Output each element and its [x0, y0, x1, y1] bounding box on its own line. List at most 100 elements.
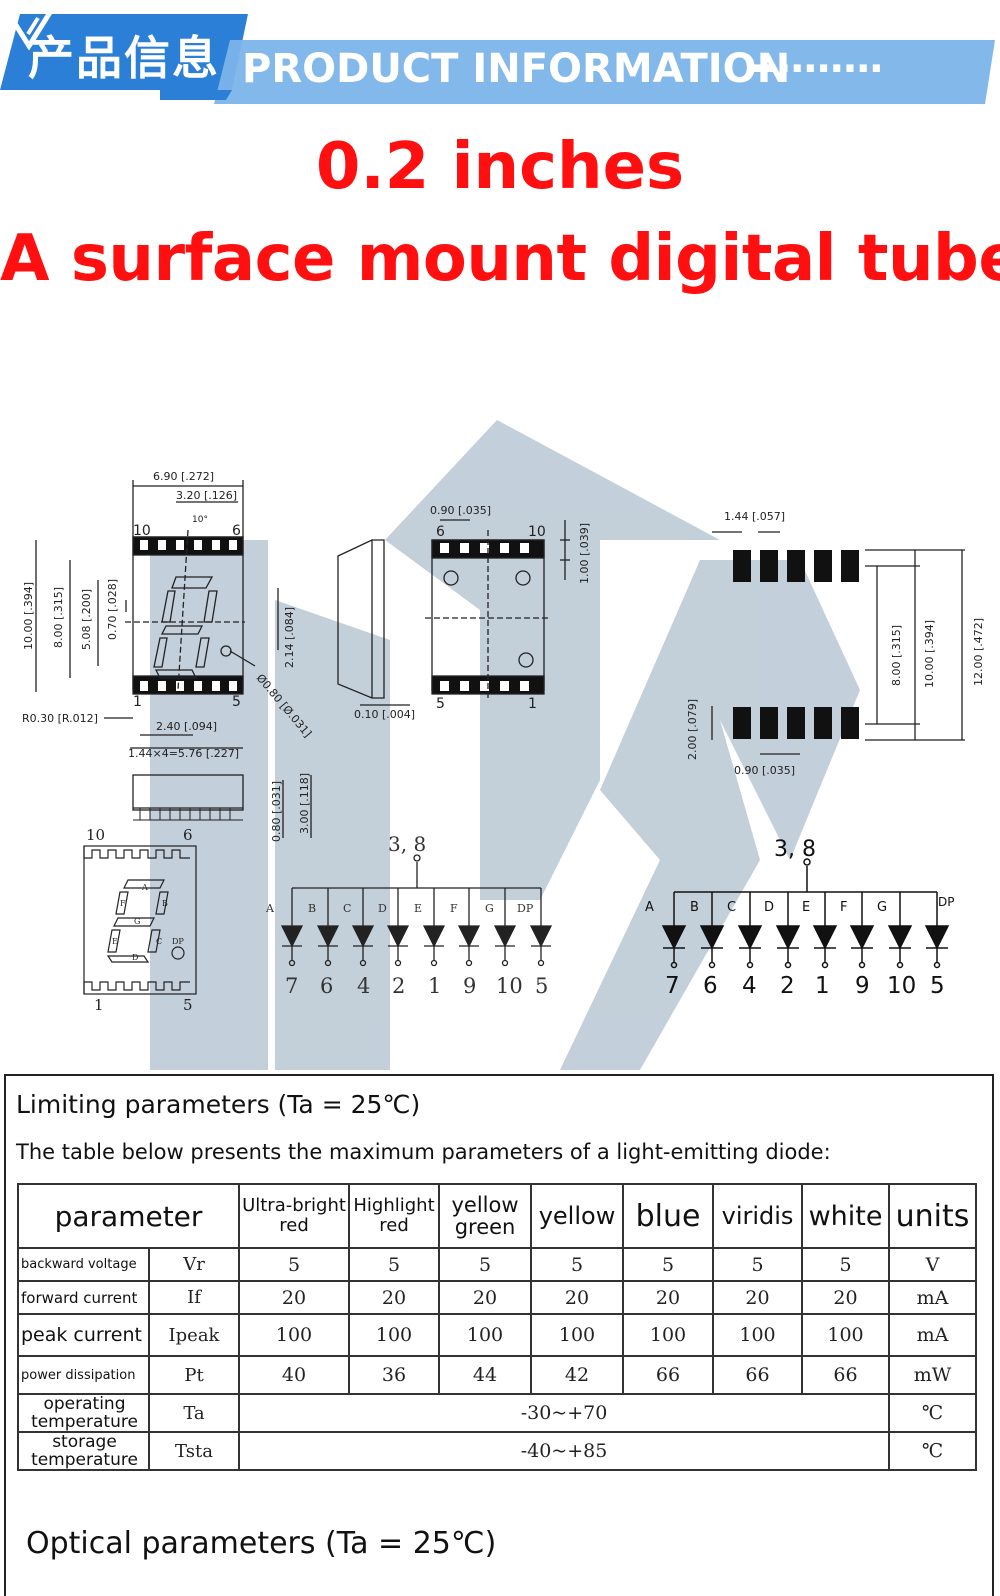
cell-value: 100: [801, 1313, 891, 1357]
cell-value: 20: [622, 1280, 715, 1315]
row-symbol: Vr: [147, 1247, 241, 1282]
triangle-down-icon: [0, 3, 58, 50]
dim-pad-h: 1.00 [.039]: [578, 523, 591, 584]
limits-title: Limiting parameters (Ta = 25℃): [16, 1090, 421, 1119]
face-seg-a: A: [141, 883, 148, 892]
cell-unit: mA: [888, 1313, 978, 1357]
back-pin-5: 5: [436, 696, 445, 712]
cell-value: 40: [238, 1355, 351, 1395]
dim-corner: R0.30 [R.012]: [22, 712, 98, 725]
table-header-row: parameter Ultra-bright red Highlight red…: [16, 1183, 978, 1249]
cell-value: 44: [438, 1355, 533, 1395]
row-label: storage temperature: [17, 1431, 150, 1471]
header-blue: blue: [622, 1183, 715, 1249]
cell-value: 20: [801, 1280, 891, 1315]
cell-unit: mW: [888, 1355, 978, 1395]
table-row: operating temperature Ta -30~+70 ℃: [17, 1393, 978, 1433]
row-label: peak current: [17, 1313, 150, 1357]
right-common-pins: 3, 8: [774, 837, 816, 862]
fp-pad-w: 0.90 [.035]: [734, 764, 795, 777]
dim-seg-w: 0.70 [.028]: [106, 579, 119, 640]
right-pin-5: 5: [930, 973, 945, 999]
watermark-logo: [150, 420, 860, 1070]
cell-value: 20: [238, 1280, 351, 1315]
cell-value: 5: [530, 1247, 625, 1282]
header-parameter: parameter: [16, 1183, 241, 1249]
small-digit-face: [83, 845, 197, 995]
cell-span-value: -40~+85: [238, 1431, 891, 1471]
dim-side-h2: 3.00 [.118]: [298, 773, 311, 834]
row-symbol: Ipeak: [147, 1313, 241, 1357]
header-white: white: [801, 1183, 891, 1249]
pin-6-label: 6: [232, 523, 241, 539]
right-pin-9: 9: [855, 973, 870, 999]
face-seg-e: E: [112, 937, 118, 946]
right-pin-6: 6: [703, 973, 718, 999]
row-label: backward voltage: [17, 1247, 150, 1282]
row-label: power dissipation: [17, 1355, 150, 1395]
fp-pitch: 1.44 [.057]: [724, 510, 785, 523]
dim-angle: 10°: [192, 515, 208, 525]
left-lbl-c: C: [343, 902, 351, 915]
cell-value: 5: [438, 1247, 533, 1282]
dim-digit-h: 8.00 [.315]: [52, 587, 65, 648]
cell-span-value: -30~+70: [238, 1393, 891, 1433]
right-lbl-a: A: [645, 900, 654, 915]
dim-pitch-total: 1.44×4=5.76 [.227]: [128, 747, 239, 760]
row-symbol: Ta: [147, 1393, 241, 1433]
cell-value: 36: [348, 1355, 441, 1395]
circuit-left: [280, 854, 553, 967]
limits-description: The table below presents the maximum par…: [16, 1140, 831, 1164]
cell-value: 100: [238, 1313, 351, 1357]
cell-value: 100: [348, 1313, 441, 1357]
cell-value: 100: [712, 1313, 804, 1357]
left-lbl-f: F: [450, 902, 458, 915]
cell-value: 5: [238, 1247, 351, 1282]
right-pin-4: 4: [742, 973, 757, 999]
header-ultra-bright-red: Ultra-bright red: [238, 1183, 351, 1249]
table-row: power dissipation Pt 40 36 44 42 66 66 6…: [17, 1355, 978, 1395]
cell-value: 5: [348, 1247, 441, 1282]
pin-10-label: 10: [133, 523, 151, 539]
table-row: storage temperature Tsta -40~+85 ℃: [17, 1431, 978, 1471]
cell-unit: mA: [888, 1280, 978, 1315]
dim-height: 10.00 [.394]: [22, 582, 35, 650]
dim-width: 6.90 [.272]: [153, 470, 214, 483]
header-units: units: [888, 1183, 978, 1249]
right-pin-1: 1: [815, 973, 830, 999]
header-viridis: viridis: [712, 1183, 804, 1249]
banner-en-title: PRODUCT INFORMATION: [242, 46, 791, 92]
face-seg-b: B: [162, 899, 168, 908]
header-highlight-red: Highlight red: [348, 1183, 441, 1249]
dim-spacing: 3.20 [.126]: [176, 489, 237, 502]
face-pin-6: 6: [183, 826, 193, 844]
cell-value: 20: [712, 1280, 804, 1315]
left-pin-7: 7: [285, 974, 298, 998]
dim-pitch: 2.40 [.094]: [156, 720, 217, 733]
right-lbl-c: C: [727, 900, 736, 915]
dim-side-h1: 0.80 [.031]: [270, 781, 283, 842]
footprint: [711, 531, 965, 755]
parameters-panel: [4, 1074, 994, 1596]
table-row: backward voltage Vr 5 5 5 5 5 5 5 V: [17, 1247, 978, 1282]
row-symbol: Tsta: [147, 1431, 241, 1471]
page-title-product: A surface mount digital tube: [0, 222, 1000, 296]
right-pin-7: 7: [665, 973, 680, 999]
left-pin-9: 9: [463, 974, 476, 998]
dim-pad-w: 0.90 [.035]: [430, 504, 491, 517]
face-seg-g: G: [134, 917, 140, 926]
right-lbl-b: B: [690, 900, 699, 915]
left-pin-4: 4: [357, 974, 370, 998]
face-pin-1: 1: [94, 996, 104, 1014]
left-pin-6: 6: [320, 974, 333, 998]
cell-value: 5: [622, 1247, 715, 1282]
cell-value: 20: [348, 1280, 441, 1315]
cell-value: 100: [438, 1313, 533, 1357]
row-symbol: Pt: [147, 1355, 241, 1395]
right-lbl-d: D: [764, 900, 774, 915]
back-view: [337, 519, 570, 706]
cell-value: 20: [530, 1280, 625, 1315]
dim-thickness: 0.10 [.004]: [354, 708, 415, 721]
header-yellow: yellow: [530, 1183, 625, 1249]
cell-value: 66: [712, 1355, 804, 1395]
